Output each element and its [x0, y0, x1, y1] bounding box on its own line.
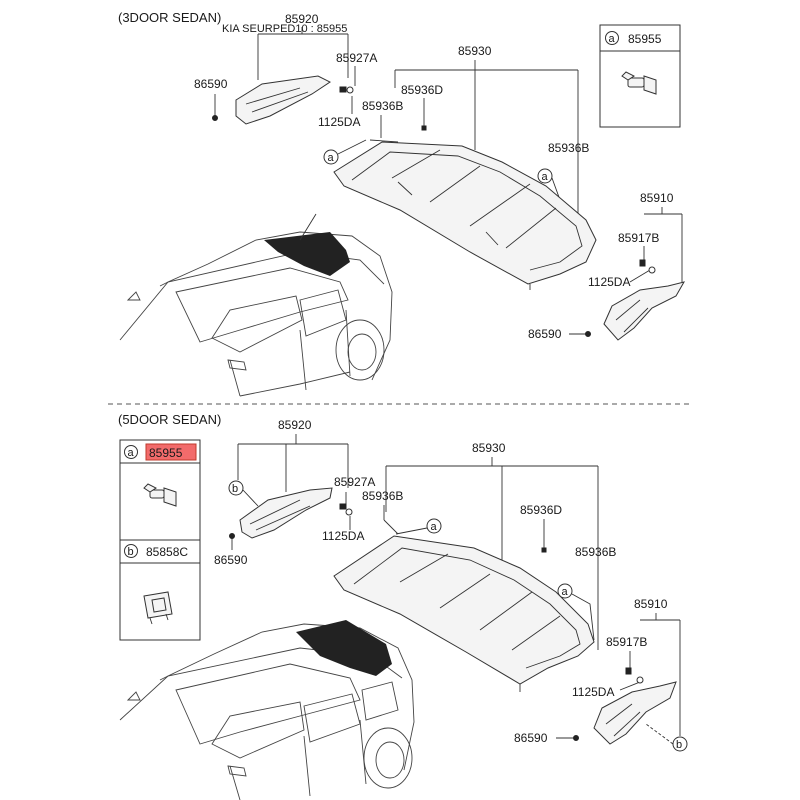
legend-part-number: 85955 [628, 32, 662, 46]
section-title-3door: (3DOOR SEDAN) [118, 10, 221, 25]
car-illustration-5door [119, 620, 415, 800]
svg-text:a: a [328, 152, 335, 164]
luggage-covering-3door [333, 141, 597, 290]
label-85910: 85910 [634, 597, 668, 611]
section-title-5door: (5DOOR SEDAN) [118, 412, 221, 427]
label-86590-right: 86590 [528, 327, 562, 341]
car-illustration-3door [119, 213, 393, 397]
legend-letter: a [609, 33, 616, 45]
legend-box-5door: a 85955 b 85858C [119, 439, 201, 641]
label-85927A: 85927A [336, 51, 377, 65]
retainer-clip-icon [143, 591, 173, 625]
luggage-covering-5door [333, 535, 595, 692]
label-85920: 85920 [285, 12, 319, 26]
label-85927A: 85927A [334, 475, 375, 489]
callout-a: a [537, 168, 563, 251]
label-85930: 85930 [472, 441, 506, 455]
side-trim-left [235, 75, 331, 125]
label-85917B: 85917B [618, 231, 659, 245]
section-5door: (5DOOR SEDAN) a 85955 b 85858C [118, 412, 688, 800]
callout-b: b [228, 480, 259, 507]
screw-86590 [212, 115, 218, 121]
label-85930: 85930 [458, 44, 492, 58]
label-85936D: 85936D [401, 83, 443, 97]
legend-letter: a [128, 447, 135, 459]
side-trim-left-5door [239, 487, 333, 539]
svg-text:a: a [431, 521, 438, 533]
svg-text:b: b [232, 483, 238, 495]
callout-a: a [395, 518, 442, 535]
callout-b: b [645, 723, 688, 752]
svg-text:a: a [562, 586, 569, 598]
callout-a: a [557, 583, 595, 641]
side-trim-right-5door [593, 681, 677, 745]
label-85936B-right: 85936B [575, 545, 616, 559]
clip-85936D [421, 125, 427, 131]
svg-text:a: a [542, 171, 549, 183]
label-85910: 85910 [640, 191, 674, 205]
bolt-1125DA [346, 86, 354, 94]
label-85936B-right: 85936B [548, 141, 589, 155]
label-85917B: 85917B [606, 635, 647, 649]
label-86590: 86590 [214, 553, 248, 567]
header-caption: KIA SEURPED10 : 85955 [222, 23, 347, 35]
highlighted-part-box [145, 443, 197, 461]
clip-fastener-icon [621, 71, 657, 95]
label-85936D: 85936D [520, 503, 562, 517]
covering-silhouette [296, 620, 392, 676]
label-1125DA: 1125DA [322, 529, 364, 543]
legend-letter-circle [605, 31, 619, 45]
svg-text:b: b [676, 739, 682, 751]
legend-letter: b [128, 546, 134, 558]
label-86590: 86590 [194, 77, 228, 91]
covering-silhouette [264, 232, 350, 276]
label-1125DA: 1125DA [318, 115, 360, 129]
label-1125DA-right: 1125DA [572, 685, 614, 699]
callout-a: a [323, 139, 367, 165]
label-86590-right: 86590 [514, 731, 548, 745]
side-trim-right [603, 281, 686, 341]
legend-part-number: 85858C [146, 545, 188, 559]
legend-box-3door: a 85955 [599, 24, 681, 128]
legend-part-number-highlighted: 85955 [149, 446, 183, 460]
clip-85927A [339, 86, 347, 93]
clip-fastener-icon [143, 483, 177, 507]
label-85920: 85920 [278, 418, 312, 432]
label-85936B: 85936B [362, 99, 403, 113]
section-3door: (3DOOR SEDAN) KIA SEURPED10 : 85955 a 85… [118, 10, 686, 397]
label-1125DA-right: 1125DA [588, 275, 630, 289]
label-85936B: 85936B [362, 489, 403, 503]
